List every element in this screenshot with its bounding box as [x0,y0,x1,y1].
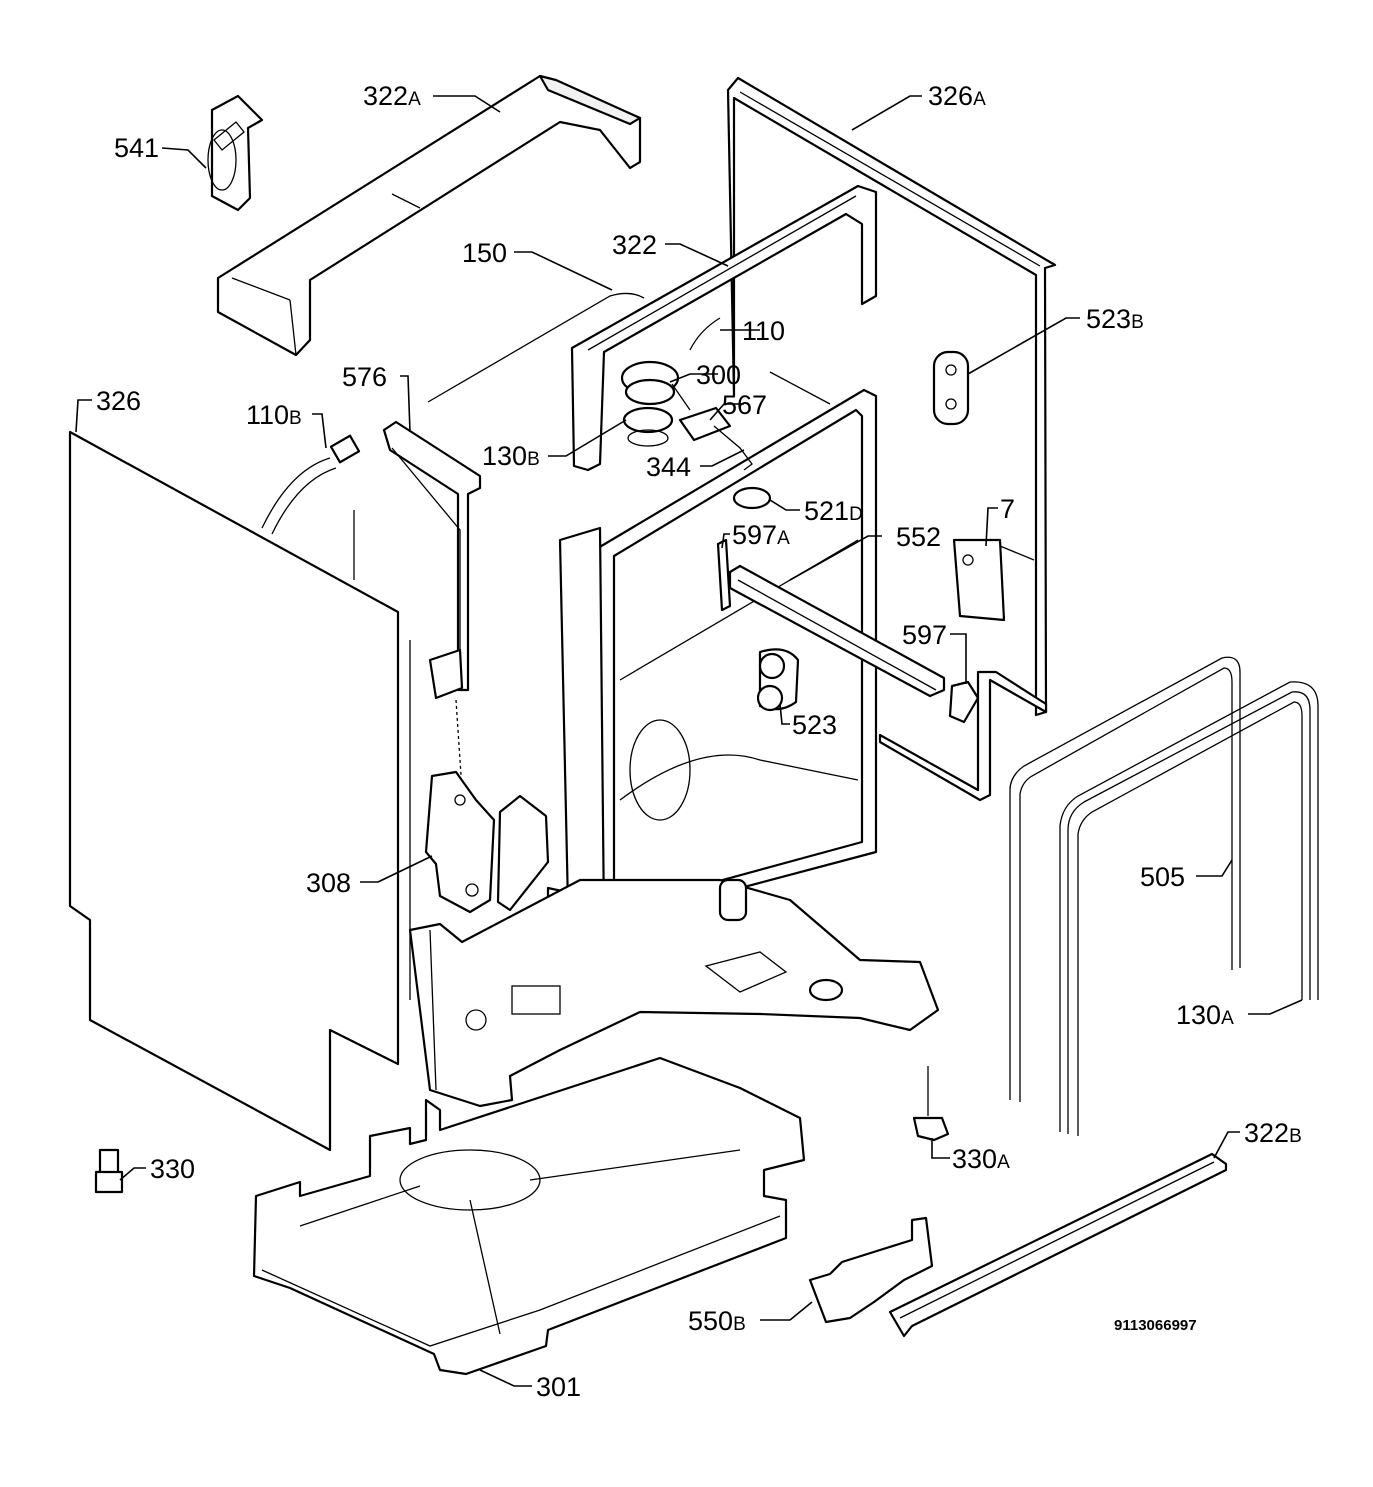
part-hinge-308 [424,699,550,914]
part-plug-521d [732,486,772,510]
part-rail-552 [728,564,946,698]
part-foot-330a [912,1066,950,1142]
label-330a: 330A [952,1144,1010,1174]
label-326a: 326A [928,81,986,111]
part-top-frame-322a [216,74,642,357]
part-base-tray-301 [252,1056,806,1376]
part-bracket-550b [808,1216,934,1324]
label-300: 300 [696,360,741,390]
part-labels: 541 322A 326A 150 322 110 523B 576 300 3… [96,81,1302,1402]
part-inner-frame-322 [570,184,878,472]
part-back-panel-326a [726,76,1057,802]
label-344: 344 [646,452,691,482]
label-110b: 110B [246,400,302,430]
label-130b: 130B [482,441,540,471]
part-seal-130a [1059,681,1319,1136]
leader-lines [75,95,1303,1387]
label-322b: 322B [1244,1118,1302,1148]
part-seal-130b [622,406,674,447]
label-130a: 130A [1176,1000,1234,1030]
part-door-frame [546,388,878,924]
label-326: 326 [96,386,141,416]
label-567: 567 [722,390,767,420]
label-552: 552 [896,522,941,552]
part-valve-300 [620,360,691,411]
label-523: 523 [792,710,837,740]
label-322a: 322A [363,81,421,111]
part-bracket-523 [756,648,800,712]
part-hose-110 [689,317,721,351]
label-576: 576 [342,362,387,392]
label-322: 322 [612,230,657,260]
part-clip-567-344 [678,406,753,471]
document-number: 9113066997 [1114,1317,1197,1334]
label-308: 308 [306,868,351,898]
label-150: 150 [462,238,507,268]
label-597: 597 [902,620,947,650]
label-301: 301 [536,1372,581,1402]
label-541: 541 [114,133,159,163]
part-panel-576 [382,420,482,700]
label-523b: 523B [1086,304,1144,334]
part-lock-7 [952,538,1035,622]
part-rail-322b [888,1152,1228,1338]
part-tub-150 [409,292,831,1000]
label-597a: 597A [732,520,790,550]
part-seal-505 [1009,656,1241,1102]
label-505: 505 [1140,862,1185,892]
part-bracket-523b [932,350,970,426]
label-521d: 521D [804,496,863,526]
label-330: 330 [150,1154,195,1184]
part-clip-541 [207,94,264,212]
label-110: 110 [742,316,785,346]
label-550b: 550B [688,1306,746,1336]
part-base-frame [408,878,940,1108]
part-foot-330 [94,1148,124,1194]
part-side-panel-326 [68,430,400,1152]
part-hose-110b [261,434,361,535]
part-clip-597 [948,680,980,724]
label-7: 7 [1000,494,1015,524]
